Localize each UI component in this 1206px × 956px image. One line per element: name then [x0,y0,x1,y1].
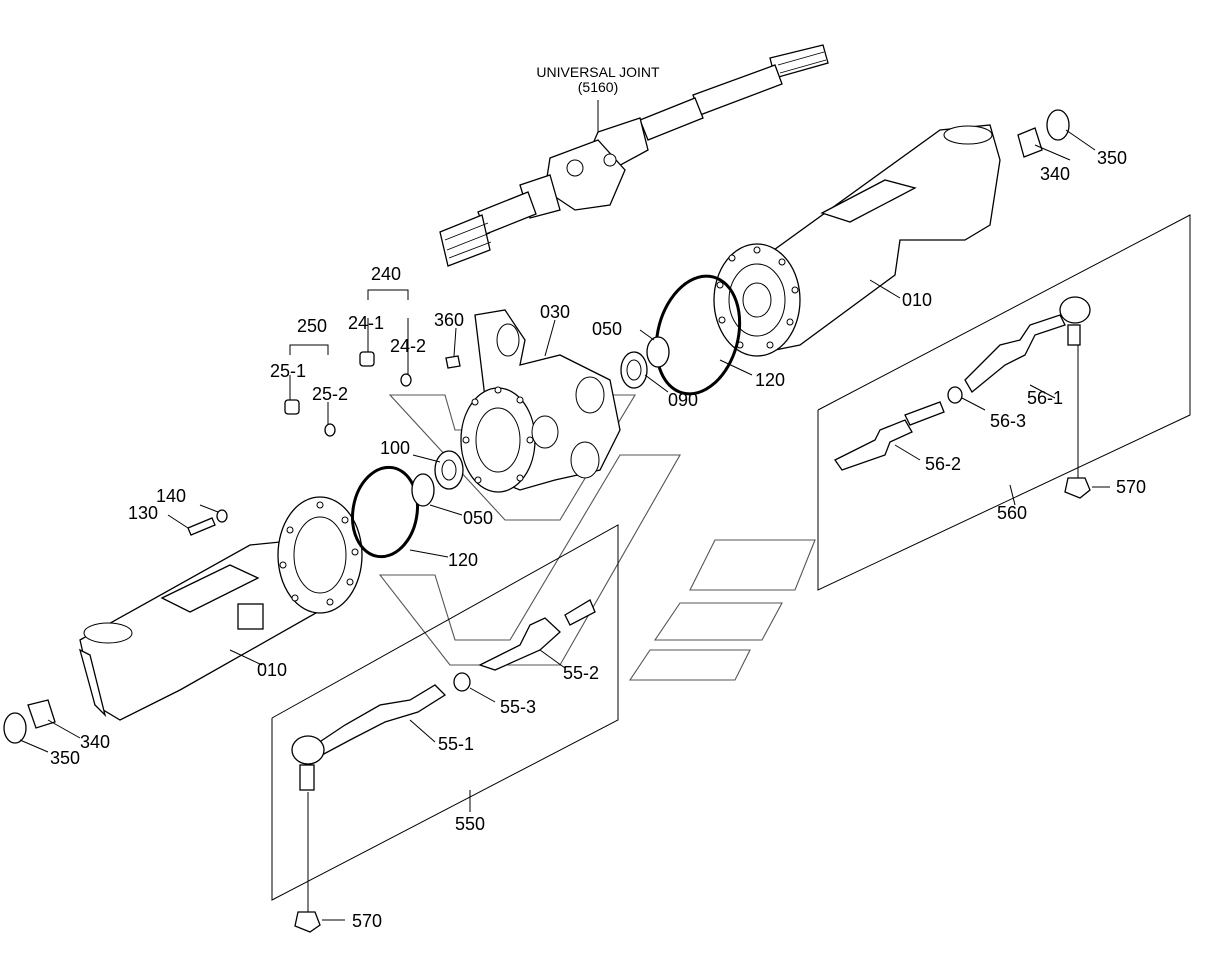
label-25-2: 25-2 [312,384,348,404]
label-340-upper: 340 [1040,164,1070,184]
leader-lines [19,129,1191,921]
part-labels: 340 350 010 240 24-1 24-2 250 25-1 25-2 … [50,148,1146,931]
label-25-1: 25-1 [270,361,306,381]
label-120-upper: 120 [755,370,785,390]
axle-housing-upper [713,124,1001,357]
differential-carrier [460,309,621,493]
universal-joint-shaft [439,44,829,267]
label-250: 250 [297,316,327,336]
label-56-1: 56-1 [1027,388,1063,408]
label-010-lower: 010 [257,660,287,680]
label-570-right: 570 [1116,477,1146,497]
tie-rod-right [834,296,1091,499]
label-360: 360 [434,310,464,330]
universal-joint-subtitle: (5160) [578,79,618,95]
label-050-lower: 050 [463,508,493,528]
axle-housing-lower [78,496,363,721]
label-55-2: 55-2 [563,663,599,683]
label-56-3: 56-3 [990,411,1026,431]
label-050-upper: 050 [592,319,622,339]
label-030: 030 [540,302,570,322]
universal-joint-title: UNIVERSAL JOINT [536,64,660,80]
label-340-lower: 340 [80,732,110,752]
label-55-3: 55-3 [500,697,536,717]
label-090: 090 [668,390,698,410]
seals-and-bearings [3,109,1070,744]
tie-rod-left [291,599,596,933]
label-24-1: 24-1 [348,313,384,333]
label-140: 140 [156,486,186,506]
label-350-lower: 350 [50,748,80,768]
label-560: 560 [997,503,1027,523]
label-56-2: 56-2 [925,454,961,474]
label-100: 100 [380,438,410,458]
label-130: 130 [128,503,158,523]
label-350-upper: 350 [1097,148,1127,168]
label-24-2: 24-2 [390,336,426,356]
label-240: 240 [371,264,401,284]
label-55-1: 55-1 [438,734,474,754]
label-570-left: 570 [352,911,382,931]
label-010-upper: 010 [902,290,932,310]
label-550: 550 [455,814,485,834]
label-120-lower: 120 [448,550,478,570]
